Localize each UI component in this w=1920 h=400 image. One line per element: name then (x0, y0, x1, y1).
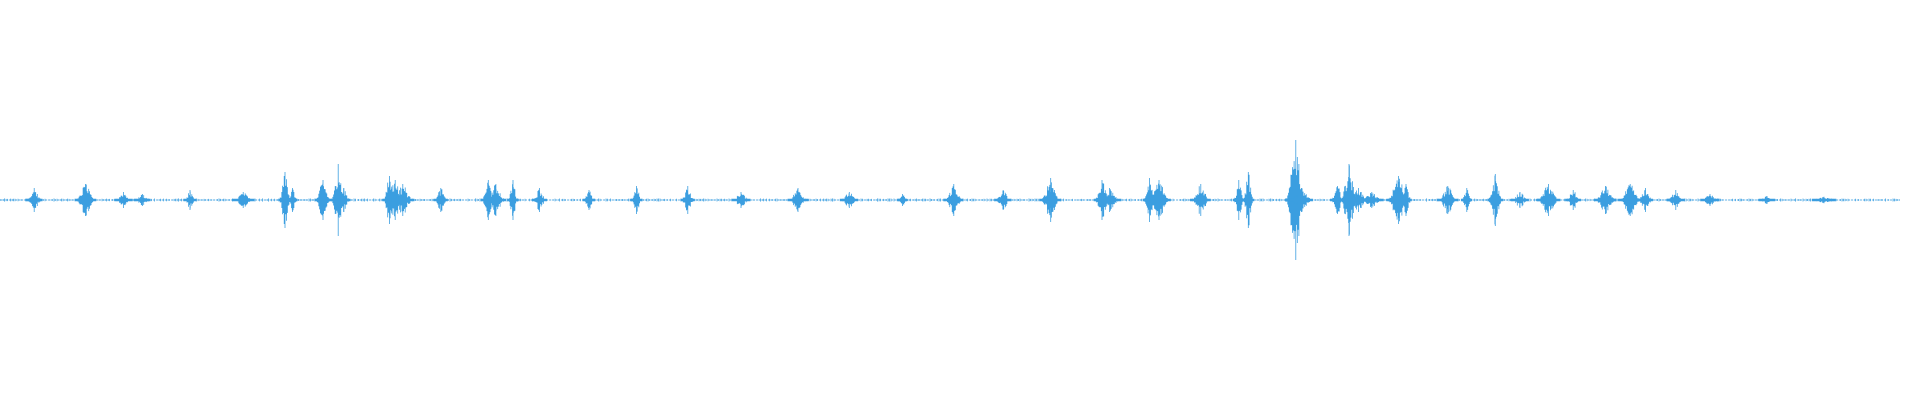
waveform-burst (314, 180, 332, 220)
waveform-burst (1666, 190, 1685, 210)
waveform-burst (391, 184, 415, 216)
waveform-burst (1146, 180, 1171, 220)
waveform-burst (287, 188, 298, 212)
waveform-burst (1359, 192, 1384, 208)
waveform-burst (74, 184, 97, 216)
waveform-burst (232, 192, 255, 208)
waveform-burst (1242, 172, 1255, 228)
waveform-burst (731, 192, 751, 208)
waveform-burst (1758, 196, 1776, 204)
waveform-burst (507, 180, 519, 220)
waveform-burst (25, 188, 43, 212)
waveform-burst (1811, 196, 1836, 204)
waveform-burst (183, 190, 197, 210)
waveform-bursts (25, 140, 1836, 260)
waveform-burst (133, 194, 151, 206)
waveform-burst (897, 194, 908, 206)
waveform-burst (1637, 188, 1654, 212)
waveform-burst (582, 190, 596, 210)
waveform-burst (1190, 184, 1211, 216)
waveform-burst (1487, 174, 1504, 226)
waveform-burst (531, 188, 548, 212)
waveform-burst (1039, 178, 1062, 222)
waveform-burst (1289, 188, 1314, 212)
waveform-burst (336, 188, 351, 212)
waveform-burst (114, 192, 133, 208)
waveform-burst (787, 188, 809, 212)
waveform-burst (943, 184, 963, 216)
waveform-burst (680, 186, 695, 214)
waveform-burst (839, 192, 859, 208)
waveform-burst (485, 184, 507, 216)
waveform-burst (1399, 184, 1412, 216)
waveform-burst (1460, 188, 1473, 212)
waveform-burst (1700, 194, 1720, 206)
waveform-burst (1565, 190, 1582, 210)
waveform-burst (1436, 186, 1459, 214)
waveform-burst (433, 188, 448, 212)
waveform-burst (630, 186, 643, 214)
waveform-burst (1593, 186, 1617, 214)
waveform-burst (1098, 188, 1122, 212)
waveform-burst (1510, 192, 1529, 208)
waveform-burst (1536, 184, 1561, 216)
waveform-burst (994, 190, 1012, 210)
